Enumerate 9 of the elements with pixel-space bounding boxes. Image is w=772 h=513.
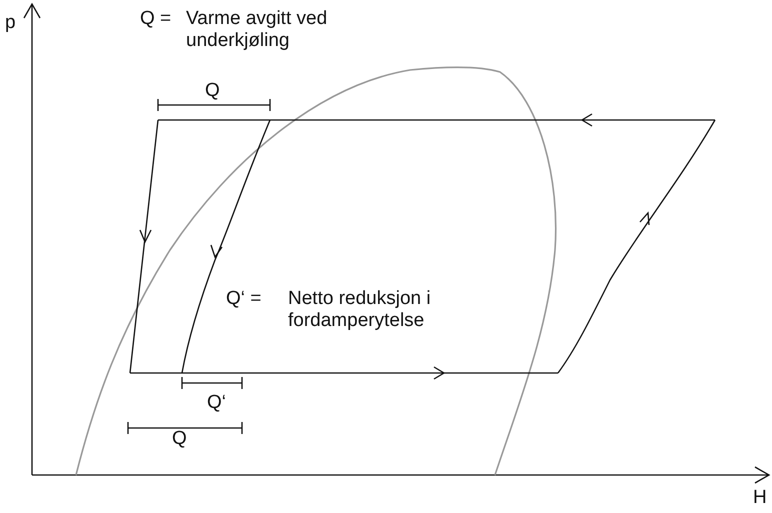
axis-label: H: [753, 487, 767, 509]
dimension-label: Q‘: [207, 392, 226, 414]
equation-symbol: Q‘ =: [226, 288, 262, 310]
definition-text: Varme avgitt ved underkjøling: [186, 8, 328, 52]
dimension-label: Q: [172, 428, 187, 450]
equation-symbol: Q =: [140, 8, 172, 30]
axis-label: p: [5, 12, 16, 34]
dimension-label: Q: [205, 80, 220, 102]
definition-text: Netto reduksjon i fordamperytelse: [288, 288, 432, 332]
